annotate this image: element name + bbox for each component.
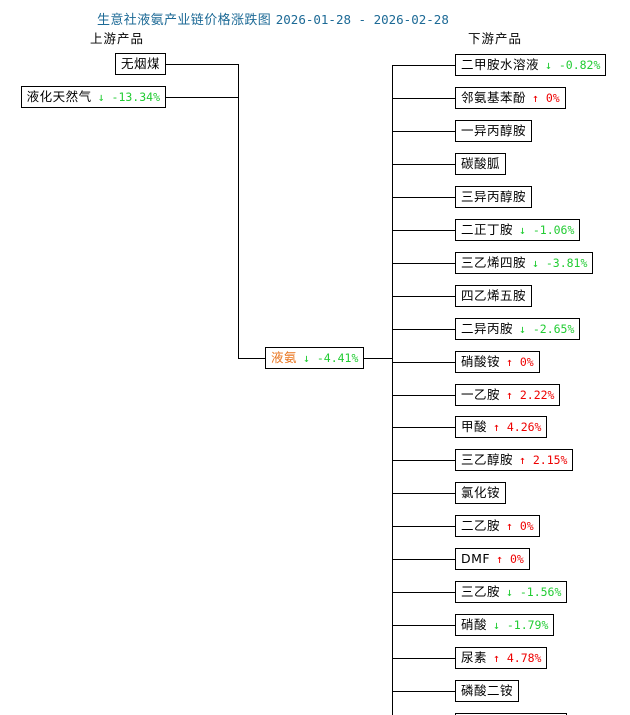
connector-horizontal [392,263,455,264]
downstream-node-6[interactable]: 三乙烯四胺 ↓ -3.81% [455,252,594,274]
node-name: 尿素 [461,650,488,665]
node-name: 二乙胺 [461,518,501,533]
downstream-node-5[interactable]: 二正丁胺 ↓ -1.06% [455,219,581,241]
title-text: 生意社液氨产业链价格涨跌图 [97,13,272,28]
downstream-node-15[interactable]: DMF ↑ 0% [455,548,530,570]
node-change-down: ↓ -2.65% [519,322,575,336]
downstream-node-18[interactable]: 尿素 ↑ 4.78% [455,647,548,669]
node-name: 三乙烯四胺 [461,255,527,270]
node-name: 一异丙醇胺 [461,123,527,138]
downstream-node-17[interactable]: 硝酸 ↓ -1.79% [455,614,555,636]
node-name: 邻氨基苯酚 [461,90,527,105]
connector-horizontal [238,358,265,359]
downstream-node-1[interactable]: 邻氨基苯酚 ↑ 0% [455,87,566,109]
node-name: 磷酸二铵 [461,683,514,698]
connector-horizontal [392,197,455,198]
connector-horizontal [392,625,455,626]
connector-horizontal [166,97,238,98]
connector-horizontal [392,427,455,428]
downstream-section-label: 下游产品 [468,31,523,46]
connector-horizontal [392,98,455,99]
connector-vertical [392,65,393,715]
node-change-up: ↑ 4.26% [493,420,542,434]
node-change-up: ↑ 2.22% [506,388,555,402]
connector-vertical [238,64,239,358]
node-change-up: ↑ 2.15% [519,453,568,467]
downstream-node-14[interactable]: 二乙胺 ↑ 0% [455,515,540,537]
connector-horizontal [392,592,455,593]
connector-horizontal [392,230,455,231]
downstream-node-16[interactable]: 三乙胺 ↓ -1.56% [455,581,568,603]
node-change-up: ↑ 0% [532,91,560,105]
node-name: 氯化铵 [461,485,501,500]
downstream-node-2[interactable]: 一异丙醇胺 [455,120,533,142]
center-node-liquid-ammonia[interactable]: 液氨 ↓ -4.41% [265,347,365,369]
downstream-node-4[interactable]: 三异丙醇胺 [455,186,533,208]
node-name: 无烟煤 [120,56,160,71]
node-name: 三异丙醇胺 [461,189,527,204]
downstream-node-0[interactable]: 二甲胺水溶液 ↓ -0.82% [455,54,607,76]
downstream-node-11[interactable]: 甲酸 ↑ 4.26% [455,416,548,438]
node-change-down: ↓ -1.56% [506,585,562,599]
connector-horizontal [392,526,455,527]
node-change-up: ↑ 0% [506,519,534,533]
node-change-down: ↓ -0.82% [545,58,601,72]
connector-horizontal [392,691,455,692]
node-name: 一乙胺 [461,387,501,402]
node-change-down: ↓ -3.81% [532,256,588,270]
downstream-node-9[interactable]: 硝酸铵 ↑ 0% [455,351,540,373]
upstream-node-1[interactable]: 液化天然气 ↓ -13.34% [20,86,166,108]
connector-horizontal [392,65,455,66]
node-change-down: ↓ -1.06% [519,223,575,237]
node-name: 碳酸胍 [461,156,501,171]
downstream-node-8[interactable]: 二异丙胺 ↓ -2.65% [455,318,581,340]
node-name: 甲酸 [461,419,488,434]
downstream-node-3[interactable]: 碳酸胍 [455,153,507,175]
node-name: 硝酸 [461,617,488,632]
node-name: 四乙烯五胺 [461,288,527,303]
node-name: 硝酸铵 [461,354,501,369]
connector-horizontal [392,460,455,461]
node-change-up: ↑ 0% [506,355,534,369]
downstream-node-13[interactable]: 氯化铵 [455,482,507,504]
connector-horizontal [392,131,455,132]
connector-horizontal [392,329,455,330]
connector-horizontal [392,395,455,396]
connector-horizontal [392,559,455,560]
node-name: 二甲胺水溶液 [461,57,540,72]
node-name: 二正丁胺 [461,222,514,237]
downstream-node-20[interactable]: 三聚氰胺↑ 5.9% [455,713,567,715]
connector-horizontal [392,296,455,297]
downstream-node-10[interactable]: 一乙胺 ↑ 2.22% [455,384,561,406]
title-date-range: 2026-01-28 - 2026-02-28 [275,12,449,27]
node-name: 三乙胺 [461,584,501,599]
node-change-down: ↓ -1.79% [493,618,549,632]
connector-horizontal [166,64,238,65]
upstream-section-label: 上游产品 [90,31,145,46]
downstream-node-7[interactable]: 四乙烯五胺 [455,285,533,307]
node-name: 液化天然气 [26,89,92,104]
page-title: 生意社液氨产业链价格涨跌图 2026-01-28 - 2026-02-28 [97,9,449,28]
connector-horizontal [392,658,455,659]
connector-horizontal [392,362,455,363]
node-name: DMF [461,551,491,566]
node-change-up: ↑ 0% [496,552,524,566]
node-name: 二异丙胺 [461,321,514,336]
upstream-node-0[interactable]: 无烟煤 [114,53,166,75]
connector-horizontal [392,164,455,165]
connector-horizontal [392,493,455,494]
downstream-node-19[interactable]: 磷酸二铵 [455,680,520,702]
node-change-down: ↓ -4.41% [303,351,359,365]
connector-horizontal [364,358,392,359]
node-name: 液氨 [271,350,298,365]
node-change-down: ↓ -13.34% [97,90,160,104]
node-change-up: ↑ 4.78% [493,651,542,665]
node-name: 三乙醇胺 [461,452,514,467]
downstream-node-12[interactable]: 三乙醇胺 ↑ 2.15% [455,449,574,471]
